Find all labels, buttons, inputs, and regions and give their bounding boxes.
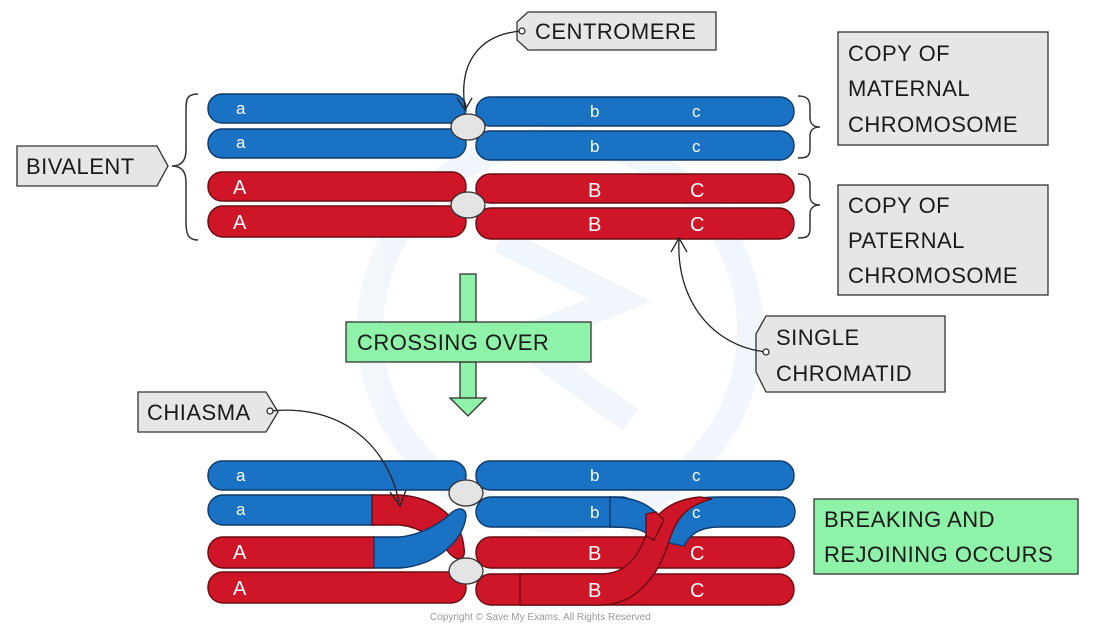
single-chromatid-line1: SINGLE [776,325,860,350]
maternal-text-line3: CHROMOSOME [848,112,1018,137]
chiasma-pointer [269,409,400,503]
breaking-text-line1: BREAKING AND [824,507,995,532]
gene-label: C [690,543,704,565]
centromere-pointer [463,30,523,109]
gene-label: C [690,580,704,602]
gene-label: a [236,466,246,485]
gene-label: C [690,180,704,202]
maternal-centromere [450,113,486,141]
crossover-red-strand [519,496,713,606]
breaking-rejoining-label: BREAKING AND REJOINING OCCURS [813,498,1079,575]
paternal-text-line2: PATERNAL [848,228,965,253]
crossover-red-fragment [645,511,665,541]
top-bivalent: a b c a b c A B C A B C [207,93,795,240]
paternal-text-line1: COPY OF [848,193,950,218]
paternal-brace [797,173,821,239]
gene-label: B [588,214,601,236]
gene-label: a [236,99,246,118]
gene-label: a [236,133,246,152]
chiasma-blue-segment [373,508,467,569]
gene-label: b [590,503,599,522]
paternal-chromatid-1-left-arm [207,171,467,202]
bivalent-text: BIVALENT [26,154,135,179]
crossing-over-arrow [448,273,488,417]
breaking-text-line2: REJOINING OCCURS [824,542,1053,567]
single-chromatid-line2: CHROMATID [776,361,912,386]
maternal-chromosome-label: COPY OF MATERNAL CHROMOSOME [837,31,1049,146]
bivalent-brace [171,93,199,241]
gene-label: c [692,503,701,522]
crossing-over-text: CROSSING OVER [357,330,549,355]
recombinant-chromatid-2-left-blue [207,494,389,526]
single-chromatid-pointer [678,239,767,353]
gene-label: c [692,137,701,156]
bottom-centromere-lower [448,557,484,585]
chiasma-label: CHIASMA [137,391,407,508]
gene-label: A [233,212,247,234]
copyright-text: Copyright © Save My Exams. All Rights Re… [430,612,651,623]
centromere-text: CENTROMERE [535,19,696,44]
paternal-centromere [450,191,486,219]
bottom-bivalent: a b c a b c A B C A B C [207,460,796,606]
gene-label: B [588,543,601,565]
paternal-chromatid-2-left-arm [207,205,467,238]
bottom-centromere-upper [448,479,484,507]
gene-label: c [692,102,701,121]
recombinant-chromatid-1-right [475,460,795,491]
paternal-chromatid-1-right-arm [475,173,795,204]
gene-label: a [236,500,246,519]
recombinant-chromatid-4-left [207,571,467,604]
gene-label: B [588,580,601,602]
maternal-chromatid-1-left-arm [207,93,467,124]
maternal-chromatid-1-right-arm [475,96,795,127]
gene-label: B [588,180,601,202]
maternal-text-line1: COPY OF [848,41,950,66]
gene-label: c [692,466,701,485]
centromere-label: CENTROMERE [456,11,717,112]
maternal-text-line2: MATERNAL [848,76,970,101]
maternal-chromatid-2-right-arm [475,130,795,161]
paternal-chromatid-2-right-arm [475,207,795,240]
gene-label: A [233,177,247,199]
gene-label: A [233,542,247,564]
bivalent-label: BIVALENT [16,145,169,187]
maternal-chromatid-2-left-arm [207,128,467,159]
maternal-brace [797,95,821,159]
gene-label: A [233,578,247,600]
paternal-chromosome-label: COPY OF PATERNAL CHROMOSOME [837,184,1049,296]
gene-label: C [690,214,704,236]
paternal-text-line3: CHROMOSOME [848,263,1018,288]
gene-label: b [590,102,599,121]
recombinant-chromatid-1-left [207,460,467,491]
gene-label: b [590,466,599,485]
gene-label: b [590,137,599,156]
chiasma-text: CHIASMA [147,400,251,425]
crossing-over-label: CROSSING OVER [345,321,592,363]
single-chromatid-label: SINGLE CHROMATID [670,236,946,393]
